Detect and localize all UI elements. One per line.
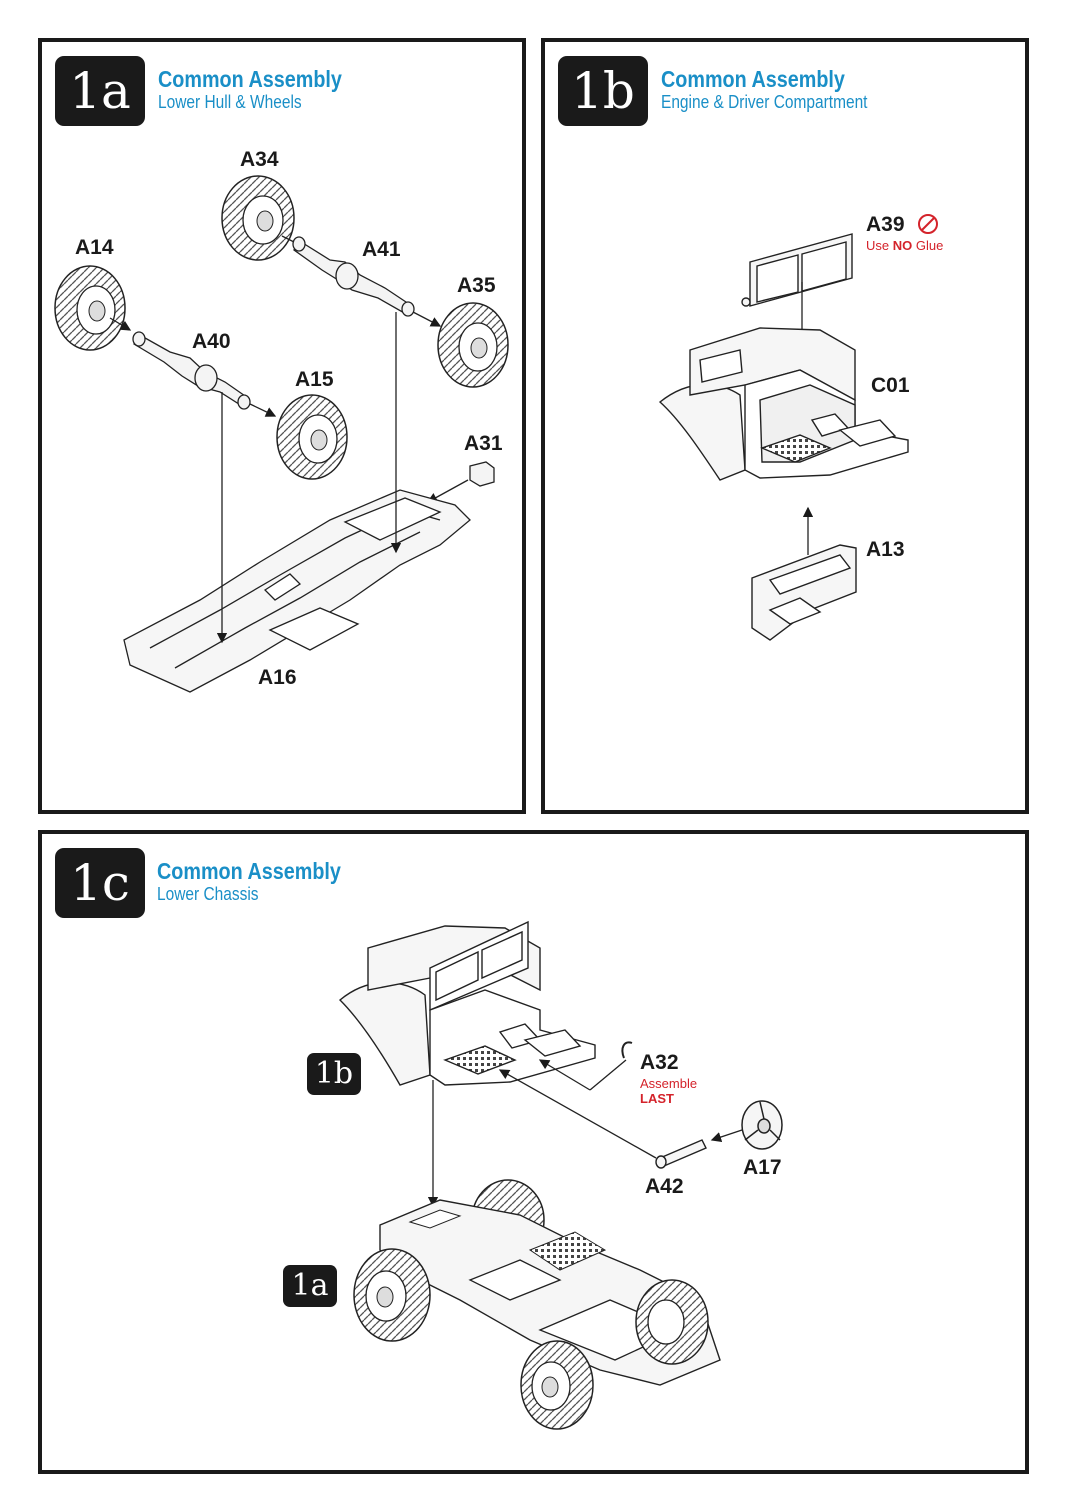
wheel-a34 <box>221 175 295 261</box>
label-a14: A14 <box>75 236 114 259</box>
label-a42: A42 <box>645 1175 684 1198</box>
label-a31: A31 <box>464 432 503 455</box>
no-glue-note-bold: NO <box>892 238 913 253</box>
no-glue-note-suffix: Glue <box>912 238 944 253</box>
label-a41: A41 <box>362 238 401 261</box>
part-a31 <box>469 461 495 487</box>
axle-a41 <box>292 236 415 317</box>
step-1c-badge: 1c <box>55 848 145 918</box>
axle-a40 <box>132 331 251 410</box>
no-glue-icon <box>918 214 938 234</box>
label-a13: A13 <box>866 538 905 561</box>
no-glue-note-prefix: Use <box>866 238 893 253</box>
assemble-note-line2: LAST <box>640 1091 674 1106</box>
step-1c-title: Common Assembly <box>157 858 341 884</box>
cab-assembly-1b <box>338 920 596 1086</box>
part-a32 <box>621 1041 633 1059</box>
label-a16: A16 <box>258 666 297 689</box>
wheel-a14 <box>54 265 126 351</box>
steering-wheel-a17 <box>741 1100 783 1150</box>
ref-badge-1a: 1a <box>283 1265 337 1307</box>
label-a39: A39 <box>866 213 905 236</box>
step-1a-badge: 1a <box>55 56 145 126</box>
cab-c01 <box>658 327 909 481</box>
step-1a-title: Common Assembly <box>158 66 342 92</box>
chassis-assembly-1a <box>353 1179 721 1430</box>
label-a35: A35 <box>457 274 496 297</box>
ref-badge-1b: 1b <box>307 1053 361 1095</box>
label-a32: A32 <box>640 1051 679 1074</box>
step-1c-subtitle: Lower Chassis <box>157 884 259 904</box>
wheel-a35 <box>437 302 509 388</box>
label-a15: A15 <box>295 368 334 391</box>
windshield-a39 <box>741 233 853 307</box>
label-c01: C01 <box>871 374 910 397</box>
no-glue-note: Use NO Glue <box>866 238 943 253</box>
floor-a13 <box>751 544 857 641</box>
step-1b-subtitle: Engine & Driver Compartment <box>661 92 868 112</box>
assemble-last-note: Assemble LAST <box>640 1076 697 1106</box>
wheel-a15 <box>276 394 348 480</box>
step-1a-subtitle: Lower Hull & Wheels <box>158 92 302 112</box>
assemble-note-line1: Assemble <box>640 1076 698 1091</box>
step-1b-title: Common Assembly <box>661 66 845 92</box>
steering-column-a42 <box>655 1139 707 1169</box>
step-1b-badge: 1b <box>558 56 648 126</box>
label-a34: A34 <box>240 148 279 171</box>
label-a40: A40 <box>192 330 231 353</box>
label-a17: A17 <box>743 1156 782 1179</box>
